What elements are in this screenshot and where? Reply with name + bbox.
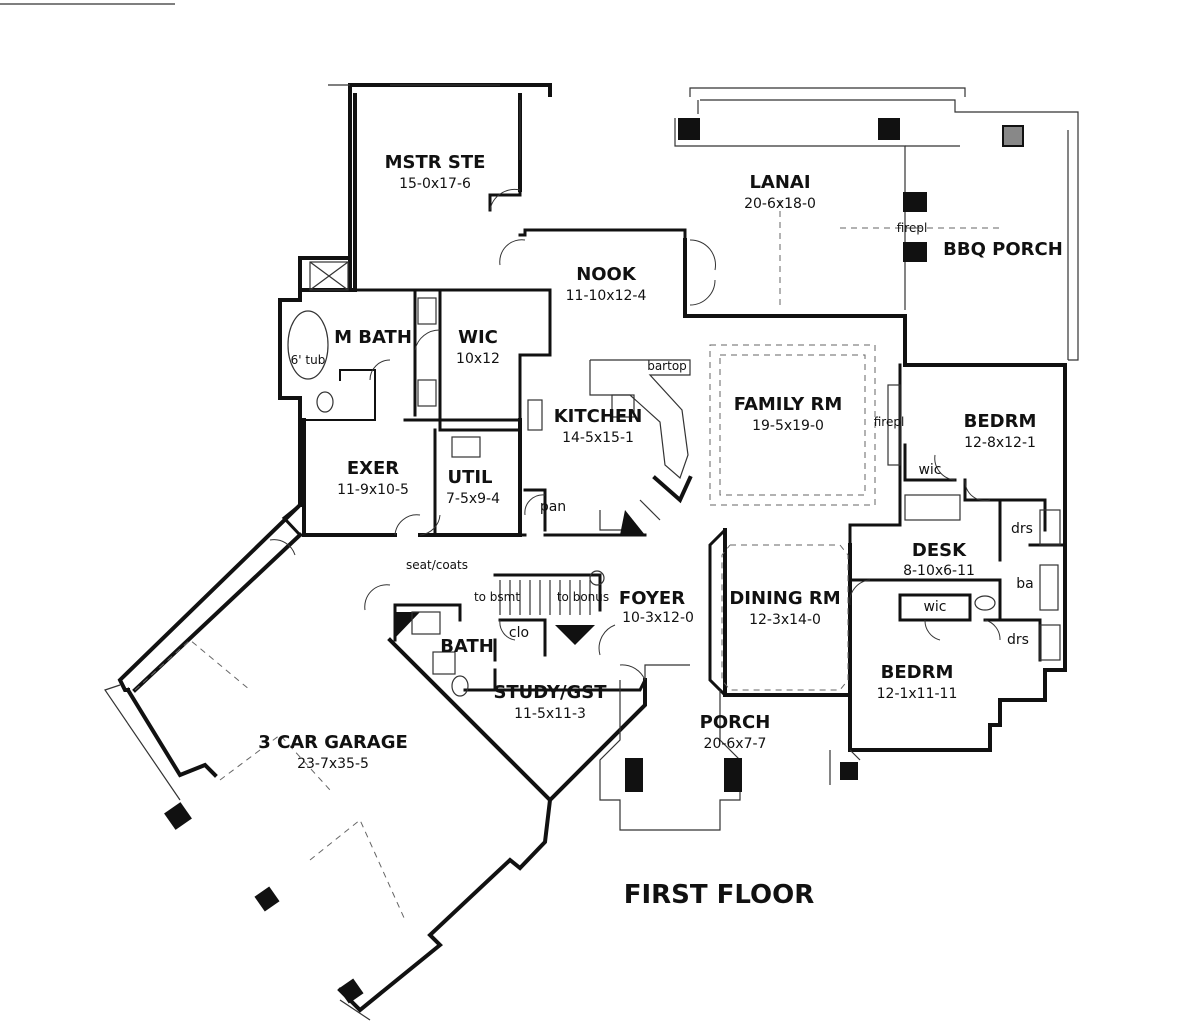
porch-column [724,758,742,792]
seat-coats-note: seat/coats [406,558,468,572]
drs-note: drs [1007,632,1029,648]
room-dims: 8-10x6-11 [903,563,975,579]
lanai-outline [674,87,1079,361]
wic-note: wic [923,599,946,615]
exterior-walls [104,83,1067,1021]
room-dims: 12-1x11-11 [877,686,958,702]
bbq-grill-icon [1002,125,1024,147]
room-name: MSTR STE [385,152,486,173]
bartop-note: bartop [647,359,687,373]
fixtures [287,261,1061,697]
annotation-labels: firepl firepl bartop 6' tub pan wic wic … [291,221,1034,648]
porch-post [840,762,858,780]
firepl-note: firepl [874,415,905,429]
to-bonus-note: to bonus [557,590,609,604]
room-dims: 20-6x7-7 [704,736,767,752]
room-dims: 14-5x15-1 [562,430,634,446]
tub-note: 6' tub [291,353,326,367]
room-dims: 11-9x10-5 [337,482,409,498]
room-name: 3 CAR GARAGE [258,732,408,753]
room-name: STUDY/GST [493,682,607,703]
room-dims: 7-5x9-4 [446,491,500,507]
room-name: KITCHEN [554,406,643,427]
room-name: LANAI [749,172,810,193]
interior-walls [134,288,1067,921]
room-name: M BATH [334,327,412,348]
room-name: BEDRM [881,662,954,683]
room-dims: 19-5x19-0 [752,418,824,434]
room-dims: 10-3x12-0 [622,610,694,626]
wic-note: wic [918,462,941,478]
fireplace-block [903,242,927,262]
room-name: BBQ PORCH [943,239,1063,260]
room-name: FAMILY RM [734,394,843,415]
room-name: BEDRM [964,411,1037,432]
garage-post [254,886,280,912]
room-name: WIC [458,327,498,348]
lanai-post [878,118,900,140]
door-swings [269,188,1001,681]
room-name: DINING RM [729,588,840,609]
room-dims: 12-3x14-0 [749,612,821,628]
garage-post [164,802,192,830]
ba-note: ba [1016,576,1033,592]
room-name: FOYER [619,588,685,609]
room-name: DESK [912,540,967,561]
drs-note: drs [1011,521,1033,537]
room-name: BATH [440,636,494,657]
lanai-post [678,118,700,140]
room-dims: 15-0x17-6 [399,176,471,192]
pantry-note: pan [540,499,566,515]
room-dims: 23-7x35-5 [297,756,369,772]
room-dims: 12-8x12-1 [964,435,1036,451]
room-name: NOOK [576,264,637,285]
room-name: PORCH [700,712,771,733]
garage-post [338,978,364,1004]
room-dims: 11-5x11-3 [514,706,586,722]
plan-title: FIRST FLOOR [624,880,815,910]
room-labels: MSTR STE 15-0x17-6 LANAI 20-6x18-0 BBQ P… [258,152,1063,772]
room-name: EXER [347,458,399,479]
room-dims: 11-10x12-4 [566,288,647,304]
fireplace-block [903,192,927,212]
porch-column [625,758,643,792]
room-dims: 10x12 [456,351,500,367]
to-bsmt-note: to bsmt [474,590,520,604]
closet-note: clo [509,625,529,641]
firepl-note: firepl [897,221,928,235]
room-dims: 20-6x18-0 [744,196,816,212]
room-name: UTIL [447,467,492,488]
